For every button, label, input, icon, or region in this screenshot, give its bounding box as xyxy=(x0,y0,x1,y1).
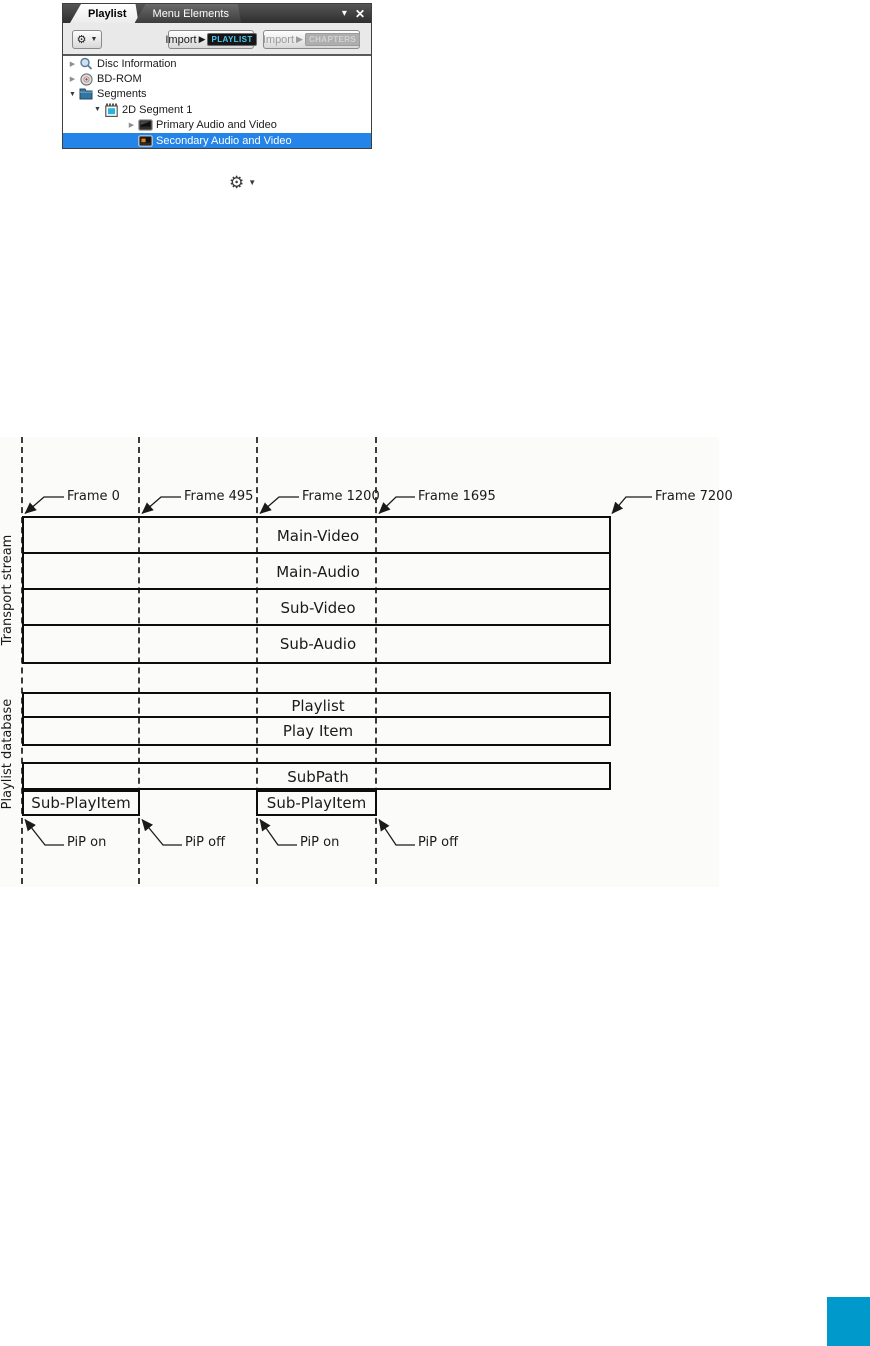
bd-rom-disc-icon xyxy=(78,72,94,86)
tree-item-disc-information[interactable]: ▶ Disc Information xyxy=(63,56,371,71)
tree-item-label: 2D Segment 1 xyxy=(122,103,193,116)
chevron-down-icon[interactable]: ▼ xyxy=(94,106,101,114)
pip-annotation: PiP on xyxy=(300,835,340,850)
frame-495-dashed-line xyxy=(138,437,140,884)
sub-playitem-box-2: Sub-PlayItem xyxy=(256,790,377,816)
row-label: Sub-PlayItem xyxy=(266,794,367,812)
chevron-right-icon[interactable]: ▶ xyxy=(69,76,76,84)
subpath-box: SubPath xyxy=(22,762,611,790)
tree-item-secondary-audio-video[interactable]: Secondary Audio and Video xyxy=(63,132,371,149)
chapters-badge: CHAPTERS xyxy=(304,32,361,47)
frame-label: Frame 1695 xyxy=(418,489,496,504)
import-playlist-button[interactable]: Import ▶ PLAYLIST xyxy=(165,30,257,49)
tree-item-2d-segment-1[interactable]: ▼ 2D Segment 1 xyxy=(63,102,371,117)
folder-icon xyxy=(78,88,94,101)
row-label: Sub-Audio xyxy=(279,635,357,653)
row-label: Main-Audio xyxy=(276,563,360,581)
frame-1200-dashed-line xyxy=(256,437,258,884)
tree-item-label: Primary Audio and Video xyxy=(156,119,277,132)
playlist-row: Playlist xyxy=(24,694,609,718)
panel-toolbar: ⚙ ▼ Import ▶ PLAYLIST Import ▶ CHAPTERS xyxy=(63,23,371,56)
segment-clip-icon xyxy=(103,103,119,117)
monitor-pip-icon xyxy=(137,134,153,147)
sub-audio-row: Sub-Audio xyxy=(24,626,609,662)
pip-annotation: PiP off xyxy=(418,835,459,850)
tree-item-label: Disc Information xyxy=(97,57,177,70)
playlist-badge: PLAYLIST xyxy=(207,32,257,47)
gear-menu-button[interactable]: ⚙ ▼ xyxy=(72,30,102,49)
pip-timing-diagram: Frame 0 Frame 495 Frame 1200 Frame 1695 … xyxy=(0,437,733,887)
row-label: SubPath xyxy=(287,768,349,786)
playlist-playitem-box: Playlist Play Item xyxy=(22,692,611,746)
main-audio-row: Main-Audio xyxy=(24,554,609,590)
monitor-icon xyxy=(137,119,153,132)
frame-1695-dashed-line xyxy=(375,437,377,884)
tab-menu-elements[interactable]: Menu Elements xyxy=(135,4,241,23)
frame-label: Frame 1200 xyxy=(302,489,380,504)
frame-1200-arrow xyxy=(259,496,299,514)
play-item-row: Play Item xyxy=(24,718,609,744)
row-label: Main-Video xyxy=(276,527,360,545)
frame-label: Frame 495 xyxy=(184,489,254,504)
main-video-row: Main-Video xyxy=(24,518,609,554)
pip-annotation: PiP off xyxy=(185,835,226,850)
row-label: Play Item xyxy=(282,722,354,740)
import-chapters-button[interactable]: Import ▶ CHAPTERS xyxy=(262,30,361,49)
caret-down-icon: ▼ xyxy=(90,36,98,43)
inline-gear-menu-button[interactable]: ⚙ ▼ xyxy=(229,172,269,192)
tree-item-label: Segments xyxy=(97,88,147,101)
tree-item-primary-audio-video[interactable]: ▶ Primary Audio and Video xyxy=(63,118,371,133)
sub-playitem-box-1: Sub-PlayItem xyxy=(22,790,140,816)
import-playlist-label: Import xyxy=(165,33,197,46)
page-corner-marker xyxy=(827,1297,870,1346)
pip-on-1-arrow xyxy=(24,818,64,846)
row-label: Sub-PlayItem xyxy=(31,794,131,812)
gear-icon: ⚙ xyxy=(229,172,245,192)
caret-down-icon: ▼ xyxy=(248,177,257,187)
frame-label: Frame 0 xyxy=(67,489,120,504)
import-chapters-label: Import xyxy=(262,33,295,46)
pip-on-2-arrow xyxy=(259,818,297,846)
tab-controls: ▾ ✕ xyxy=(342,4,365,23)
frame-495-arrow xyxy=(141,496,181,514)
pip-off-2-arrow xyxy=(378,818,415,846)
play-icon: ▶ xyxy=(296,34,303,44)
playlist-panel: Playlist Menu Elements ▾ ✕ ⚙ ▼ Import ▶ … xyxy=(62,3,372,149)
sub-video-row: Sub-Video xyxy=(24,590,609,626)
tree-item-segments[interactable]: ▼ Segments xyxy=(63,87,371,102)
frame-0-arrow xyxy=(24,496,64,514)
tab-bar: Playlist Menu Elements ▾ ✕ xyxy=(63,4,371,23)
tree-item-label: Secondary Audio and Video xyxy=(156,134,292,147)
tree-item-label: BD-ROM xyxy=(97,73,142,86)
panel-menu-caret-icon[interactable]: ▾ xyxy=(341,7,347,19)
chevron-down-icon[interactable]: ▼ xyxy=(69,90,76,98)
close-icon[interactable]: ✕ xyxy=(354,6,365,21)
pip-off-1-arrow xyxy=(141,818,182,846)
transport-stream-box: Main-Video Main-Audio Sub-Video Sub-Audi… xyxy=(22,516,611,664)
row-label: Sub-Video xyxy=(280,599,356,617)
transport-stream-group-label: Transport stream xyxy=(0,534,15,646)
tab-playlist[interactable]: Playlist xyxy=(70,4,139,23)
project-tree: ▶ Disc Information ▶ xyxy=(63,56,371,149)
play-icon: ▶ xyxy=(198,34,206,44)
leader-arrows xyxy=(24,496,652,846)
chevron-right-icon[interactable]: ▶ xyxy=(69,60,76,68)
pip-annotation: PiP on xyxy=(67,835,107,850)
frame-1695-arrow xyxy=(378,496,415,514)
chevron-right-icon[interactable]: ▶ xyxy=(128,122,135,130)
tree-item-bd-rom[interactable]: ▶ BD-ROM xyxy=(63,71,371,86)
frame-label: Frame 7200 xyxy=(655,489,733,504)
frame-7200-arrow xyxy=(611,496,652,514)
disc-info-icon xyxy=(78,57,94,70)
playlist-database-group-label: Playlist database xyxy=(0,698,15,810)
gear-icon: ⚙ xyxy=(76,34,87,46)
row-label: Playlist xyxy=(291,697,345,715)
